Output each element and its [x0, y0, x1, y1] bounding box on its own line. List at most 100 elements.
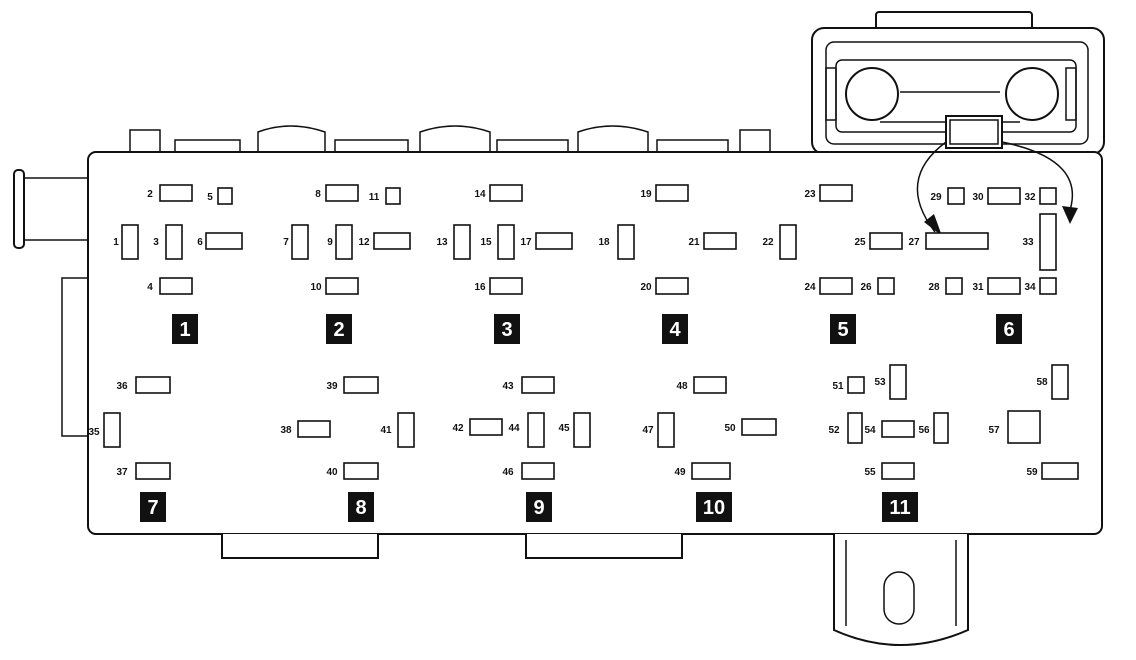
fuse-slot-27 [925, 232, 989, 250]
fuse-label-23: 23 [804, 189, 816, 200]
fuse-panel-body [87, 151, 1103, 535]
fuse-label-16: 16 [474, 282, 486, 293]
fuse-slot-13 [453, 224, 471, 260]
fuse-slot-6 [205, 232, 243, 250]
fuse-label-43: 43 [502, 381, 514, 392]
fuse-label-24: 24 [804, 282, 816, 293]
group-badge-9 [526, 492, 552, 522]
group-badge-label-10: 10 [703, 497, 725, 519]
fuse-label-4: 4 [147, 282, 153, 293]
fuse-label-19: 19 [640, 189, 652, 200]
fuse-slot-43 [521, 376, 555, 394]
fuse-slot-20 [655, 277, 689, 295]
fuse-slot-33 [1039, 213, 1057, 271]
fuse-slot-35 [103, 412, 121, 448]
fuse-slot-45 [573, 412, 591, 448]
fuse-slot-4 [159, 277, 193, 295]
fuse-label-37: 37 [116, 467, 128, 478]
fuse-slot-24 [819, 277, 853, 295]
fuse-slot-38 [297, 420, 331, 438]
group-badge-label-6: 6 [1003, 319, 1014, 341]
fuse-label-2: 2 [147, 189, 153, 200]
fuse-label-26: 26 [860, 282, 872, 293]
fuse-label-18: 18 [598, 237, 610, 248]
fuse-label-15: 15 [480, 237, 492, 248]
fuse-label-52: 52 [828, 425, 840, 436]
fuse-label-3: 3 [153, 237, 159, 248]
fuse-slot-46 [521, 462, 555, 480]
fuse-label-12: 12 [358, 237, 370, 248]
fuse-slot-31 [987, 277, 1021, 295]
fuse-slot-32 [1039, 187, 1057, 205]
group-badge-label-7: 7 [147, 497, 158, 519]
fuse-slot-14 [489, 184, 523, 202]
fuse-label-32: 32 [1024, 192, 1036, 203]
fuse-slot-25 [869, 232, 903, 250]
group-badge-4 [662, 314, 688, 344]
group-badge-label-11: 11 [889, 497, 910, 519]
fuse-label-53: 53 [874, 377, 886, 388]
fuse-slot-53 [889, 364, 907, 400]
fuse-label-40: 40 [326, 467, 338, 478]
fuse-label-10: 10 [310, 282, 322, 293]
fuse-slot-26 [877, 277, 895, 295]
fuse-slot-7 [291, 224, 309, 260]
fuse-slot-37 [135, 462, 171, 480]
fuse-slot-56 [933, 412, 949, 444]
fuse-slot-10 [325, 277, 359, 295]
fuse-label-28: 28 [928, 282, 940, 293]
group-badge-6 [996, 314, 1022, 344]
fuse-slot-1 [121, 224, 139, 260]
group-badge-label-9: 9 [533, 497, 544, 519]
fuse-label-30: 30 [972, 192, 984, 203]
fuse-label-5: 5 [207, 192, 213, 203]
fuse-label-56: 56 [918, 425, 930, 436]
fuse-slot-9 [335, 224, 353, 260]
fuse-slot-39 [343, 376, 379, 394]
fuse-slot-8 [325, 184, 359, 202]
arrow-icon [916, 141, 1078, 236]
fuse-label-47: 47 [642, 425, 654, 436]
fuse-slot-28 [945, 277, 963, 295]
fuse-slot-21 [703, 232, 737, 250]
fuse-label-55: 55 [864, 467, 876, 478]
fuse-slot-11 [385, 187, 401, 205]
fuse-slots [103, 184, 1079, 480]
fuse-slot-36 [135, 376, 171, 394]
fuse-slot-52 [847, 412, 863, 444]
fuse-label-48: 48 [676, 381, 688, 392]
fuse-slot-5 [217, 187, 233, 205]
group-badge-11 [882, 492, 918, 522]
fuse-slot-55 [881, 462, 915, 480]
fuse-label-22: 22 [762, 237, 774, 248]
fuse-slot-12 [373, 232, 411, 250]
group-badge-label-1: 1 [179, 319, 190, 341]
fuse-slot-29 [947, 187, 965, 205]
fuse-label-39: 39 [326, 381, 338, 392]
group-badge-label-5: 5 [837, 319, 848, 341]
fuse-label-6: 6 [197, 237, 203, 248]
fuse-slot-23 [819, 184, 853, 202]
fuse-slot-16 [489, 277, 523, 295]
fuse-label-44: 44 [508, 423, 520, 434]
fuse-slot-41 [397, 412, 415, 448]
fuse-label-49: 49 [674, 467, 686, 478]
mounting-bracket [833, 534, 969, 646]
group-badge-1 [172, 314, 198, 344]
fuse-slot-30 [987, 187, 1021, 205]
fuse-label-17: 17 [520, 237, 532, 248]
fuse-slot-34 [1039, 277, 1057, 295]
fuse-label-25: 25 [854, 237, 866, 248]
fuse-label-9: 9 [327, 237, 333, 248]
group-badge-8 [348, 492, 374, 522]
fuse-slot-44 [527, 412, 545, 448]
fuse-label-14: 14 [474, 189, 486, 200]
fuse-label-42: 42 [452, 423, 464, 434]
fuse-label-33: 33 [1022, 237, 1034, 248]
fuse-label-36: 36 [116, 381, 128, 392]
fuse-slot-18 [617, 224, 635, 260]
fuse-label-34: 34 [1024, 282, 1036, 293]
fuse-label-11: 11 [369, 192, 380, 203]
